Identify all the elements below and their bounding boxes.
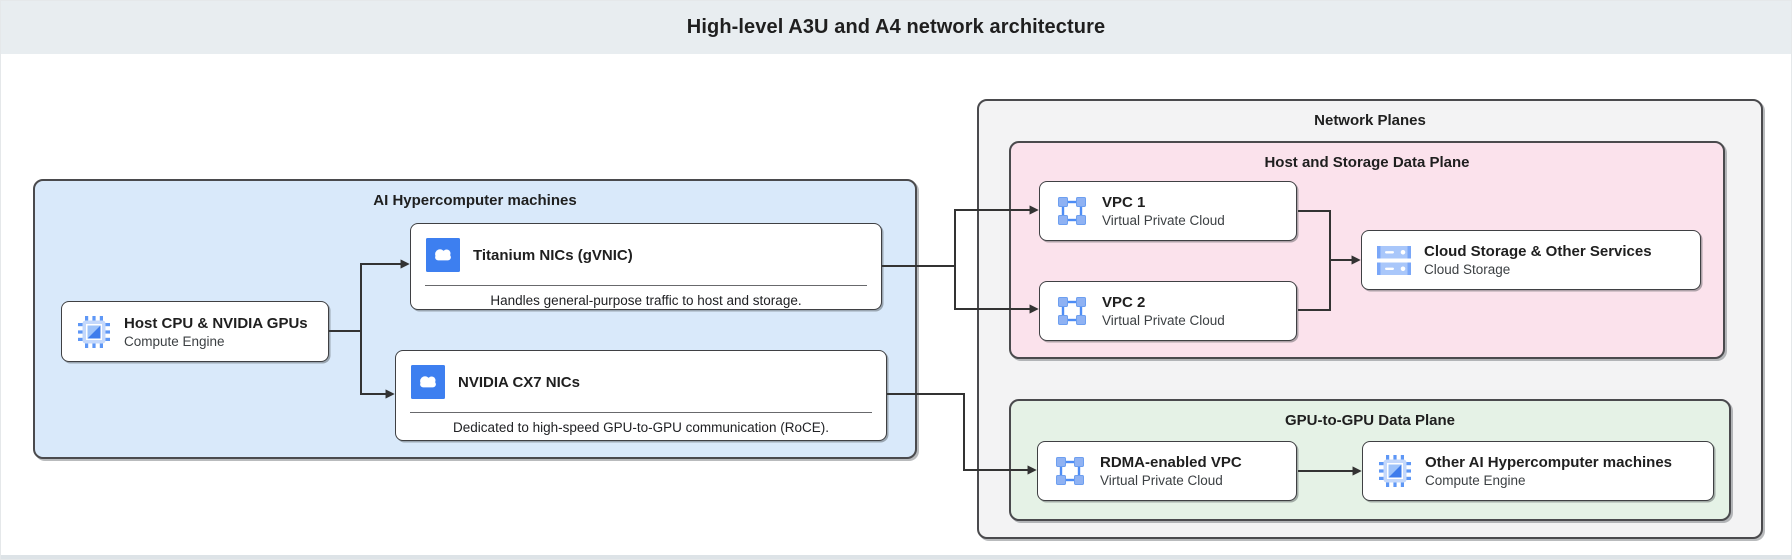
container-label: GPU-to-GPU Data Plane — [1284, 412, 1456, 429]
cloud-nic-icon — [426, 238, 460, 272]
node-description: Handles general-purpose traffic to host … — [490, 293, 802, 308]
vpc-icon — [1055, 294, 1089, 328]
vpc-icon — [1055, 194, 1089, 228]
node-nvidia-cx7-nics: NVIDIA CX7 NICs Dedicated to high-speed … — [395, 350, 887, 441]
node-host-cpu-nvidia-gpus: Host CPU & NVIDIA GPUs Compute Engine — [61, 301, 329, 362]
node-title: Host CPU & NVIDIA GPUs — [124, 314, 308, 332]
node-rdma-enabled-vpc: RDMA-enabled VPC Virtual Private Cloud — [1037, 441, 1297, 501]
node-title: Other AI Hypercomputer machines — [1425, 454, 1673, 471]
title-bar: High-level A3U and A4 network architectu… — [1, 1, 1791, 54]
node-other-ai-hypercomputer-machines: Other AI Hypercomputer machines Compute … — [1362, 441, 1714, 501]
node-subtitle: Virtual Private Cloud — [1100, 473, 1223, 488]
node-subtitle: Virtual Private Cloud — [1102, 313, 1225, 328]
vpc-icon — [1053, 454, 1087, 488]
node-title: Cloud Storage & Other Services — [1424, 243, 1652, 260]
divider — [425, 285, 867, 286]
node-subtitle: Compute Engine — [1425, 473, 1526, 488]
node-title: NVIDIA CX7 NICs — [458, 373, 580, 391]
node-title: VPC 2 — [1102, 294, 1146, 311]
node-vpc-2: VPC 2 Virtual Private Cloud — [1039, 281, 1297, 341]
node-titanium-nics: Titanium NICs (gVNIC) Handles general-pu… — [410, 223, 882, 310]
container-label: Network Planes — [1314, 112, 1426, 129]
cloud-storage-icon — [1377, 245, 1411, 275]
node-subtitle: Cloud Storage — [1424, 262, 1511, 277]
bottom-edge — [1, 555, 1791, 559]
container-label: Host and Storage Data Plane — [1264, 154, 1470, 171]
container-label: AI Hypercomputer machines — [373, 192, 577, 209]
compute-engine-icon — [77, 315, 111, 349]
page-title: High-level A3U and A4 network architectu… — [686, 16, 1106, 38]
node-vpc-1: VPC 1 Virtual Private Cloud — [1039, 181, 1297, 241]
node-subtitle: Compute Engine — [124, 333, 225, 349]
compute-engine-icon — [1378, 454, 1412, 488]
cloud-nic-icon — [411, 365, 445, 399]
divider — [410, 412, 872, 413]
node-title: VPC 1 — [1102, 194, 1146, 211]
node-cloud-storage-other-services: Cloud Storage & Other Services Cloud Sto… — [1361, 230, 1701, 290]
node-title: Titanium NICs (gVNIC) — [473, 246, 633, 264]
node-subtitle: Virtual Private Cloud — [1102, 213, 1225, 228]
node-description: Dedicated to high-speed GPU-to-GPU commu… — [453, 420, 829, 435]
node-title: RDMA-enabled VPC — [1100, 454, 1242, 471]
